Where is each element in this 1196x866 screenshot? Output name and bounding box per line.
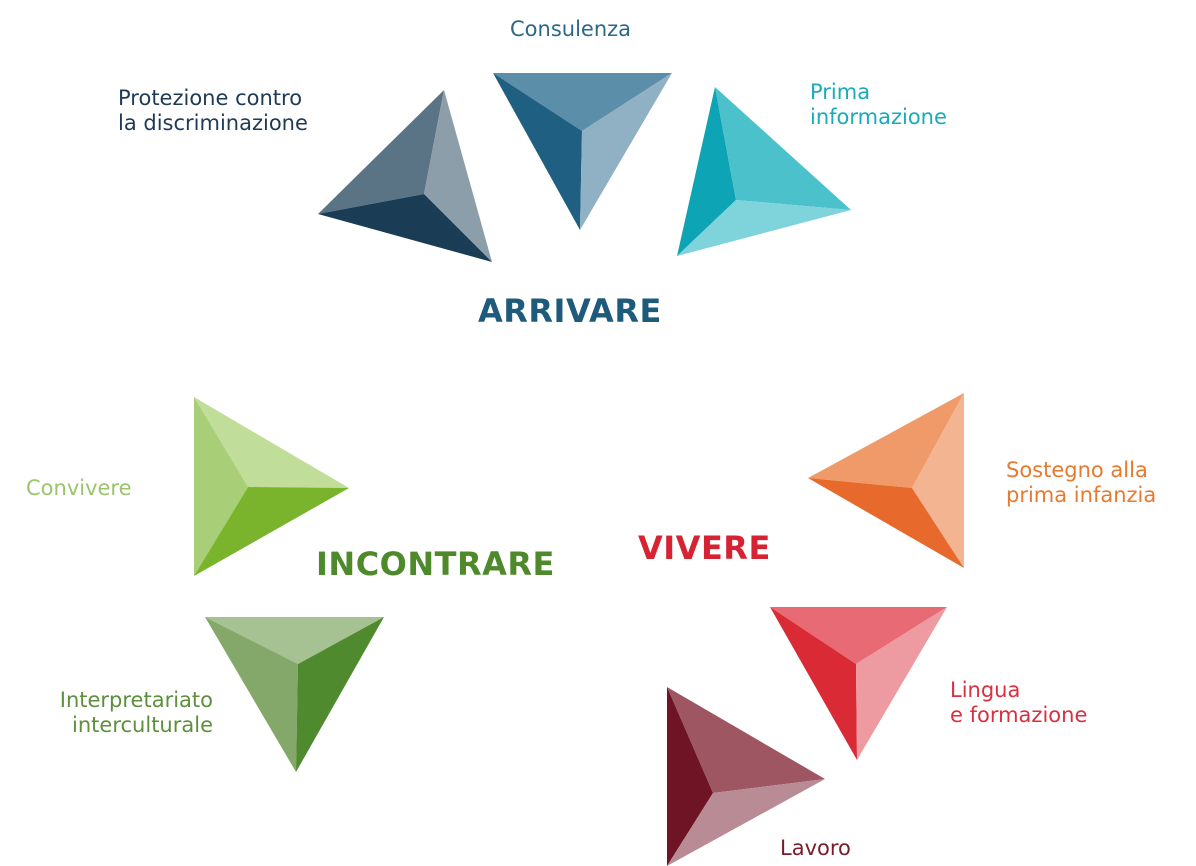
label-prima-informazione-line-1: Prima xyxy=(810,80,871,104)
label-convivere-line-1: Convivere xyxy=(26,476,132,500)
label-protezione-line-1: Protezione contro xyxy=(118,86,303,110)
label-lingua-line-1: Lingua xyxy=(950,678,1021,702)
label-protezione: Protezione contro la discriminazione xyxy=(118,86,308,136)
pyramid-prima-informazione-icon xyxy=(677,87,851,256)
group-title-incontrare: INCONTRARE xyxy=(316,545,555,583)
pyramid-protezione-icon xyxy=(318,90,492,262)
label-consulenza: Consulenza xyxy=(510,17,631,42)
label-sostegno-line-1: Sostegno alla xyxy=(1006,458,1148,482)
pyramid-sostegno-icon xyxy=(808,393,964,568)
label-prima-informazione-line-2: informazione xyxy=(810,105,947,129)
pyramid-convivere-icon xyxy=(194,397,349,576)
label-consulenza-line-1: Consulenza xyxy=(510,17,632,41)
label-interpretariato-line-2: interculturale xyxy=(72,713,213,737)
group-title-vivere: VIVERE xyxy=(638,529,771,567)
label-interpretariato-line-1: Interpretariato xyxy=(59,688,213,712)
pyramid-interpretariato-icon xyxy=(205,617,384,772)
label-sostegno-line-2: prima infanzia xyxy=(1006,483,1157,507)
pyramid-lavoro-icon xyxy=(667,687,825,866)
label-lingua: Lingua e formazione xyxy=(950,678,1087,728)
label-sostegno: Sostegno alla prima infanzia xyxy=(1006,458,1156,508)
label-lingua-line-2: e formazione xyxy=(950,703,1088,727)
pyramid-consulenza-icon xyxy=(493,73,672,230)
label-lavoro-line-1: Lavoro xyxy=(780,836,851,860)
label-convivere: Convivere xyxy=(26,476,132,501)
label-protezione-line-2: la discriminazione xyxy=(118,111,308,135)
pyramid-lingua-icon xyxy=(770,607,947,760)
label-prima-informazione: Prima informazione xyxy=(810,80,947,130)
group-title-arrivare: ARRIVARE xyxy=(478,292,662,330)
label-interpretariato: Interpretariato interculturale xyxy=(10,688,213,738)
label-lavoro: Lavoro xyxy=(780,836,851,861)
